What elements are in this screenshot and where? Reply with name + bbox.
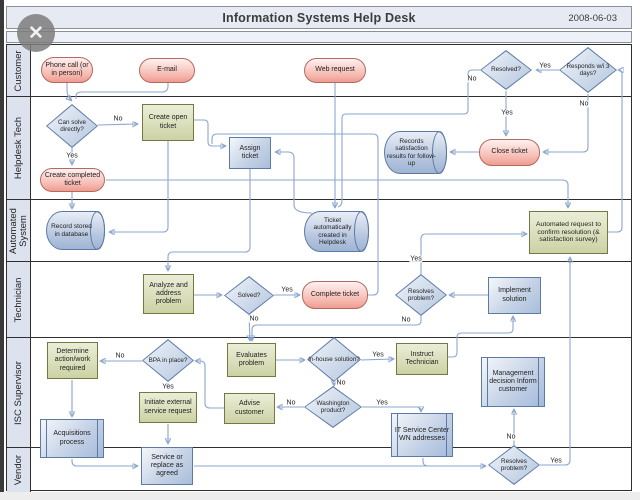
edge-label-solved-no: No xyxy=(248,315,260,323)
node-advise-customer: Advise customer xyxy=(224,393,275,424)
node-inhouse-decision: In-house solution? xyxy=(307,337,361,382)
node-initiate-external-request: Initiate external service request xyxy=(139,392,197,423)
edge-label-washington-yes: Yes xyxy=(375,399,389,407)
node-create-open-ticket: Create open ticket xyxy=(142,104,194,141)
left-edge-strip xyxy=(0,0,4,492)
node-resolved-decision: Resolved? xyxy=(480,50,532,90)
lane-label-customer: Customer xyxy=(7,45,31,96)
node-analyze-problem: Analyze and address problem xyxy=(143,274,194,314)
node-management-decision: Management decision Inform customer xyxy=(481,357,545,407)
lane-label-automated-system: Automated System xyxy=(7,200,31,261)
lane-label-isc-supervisor: ISC Supervisor xyxy=(7,338,31,447)
edge-label-solved-yes: Yes xyxy=(280,286,294,294)
node-it-service-center: IT Service Center WN addresses xyxy=(391,413,453,457)
edge-label-cansolve-yes: Yes xyxy=(65,152,79,160)
node-can-solve-decision: Can solve directly? xyxy=(46,104,98,148)
node-records-satisfaction-store: Records satisfaction results for follow-… xyxy=(384,131,447,174)
lane-vendor: Vendor xyxy=(7,448,631,492)
lane-label-helpdesk-tech: Helpdesk Tech xyxy=(7,97,31,199)
node-close-ticket: Close ticket xyxy=(479,139,540,166)
diagram-date: 2008-06-03 xyxy=(568,13,617,24)
close-icon: ✕ xyxy=(28,22,44,44)
edge-label-resolvesvendor-yes: Yes xyxy=(549,457,563,465)
node-responds-decision: Responds w/i 3 days? xyxy=(559,47,617,93)
node-email: E-mail xyxy=(139,58,195,83)
close-button[interactable]: ✕ xyxy=(17,14,55,52)
node-phone-call: Phone call (or in person) xyxy=(41,57,93,83)
node-record-stored-database: Record stored in database xyxy=(46,211,105,250)
node-ticket-auto-created: Ticket automatically created in Helpdesk xyxy=(304,211,369,252)
node-web-request: Web request xyxy=(304,58,366,83)
edge-label-resolved-no: No xyxy=(466,75,478,83)
edge-label-resolvesvendor-no: No xyxy=(505,433,517,441)
edge-label-responds-yes: Yes xyxy=(538,62,552,70)
node-acquisitions-process: Acquisitions process xyxy=(40,419,104,458)
edge-label-inhouse-yes: Yes xyxy=(371,351,385,359)
edge-label-bpa-yes: Yes xyxy=(161,383,175,391)
lane-isc-supervisor: ISC Supervisor xyxy=(7,338,631,448)
edge-label-washington-no: No xyxy=(285,399,297,407)
node-assign-ticket: Assign ticket xyxy=(229,137,271,169)
diagram-header-band xyxy=(6,31,632,43)
node-resolves-problem-vendor: Resolves problem? xyxy=(488,445,540,485)
node-resolves-problem-tech: Resolves problem? xyxy=(395,274,447,316)
edge-label-responds-no: No xyxy=(578,100,590,108)
lane-customer: Customer xyxy=(7,45,631,97)
node-bpa-decision: BPA in place? xyxy=(142,339,194,382)
node-determine-action: Determine action/work required xyxy=(47,342,98,379)
diagram-title-bar: Information Systems Help Desk 2008-06-03 xyxy=(6,6,632,29)
edge-label-resolvestech-yes: Yes xyxy=(409,255,423,263)
node-service-or-replace: Service or replace as agreed xyxy=(141,447,193,485)
lane-label-technician: Technician xyxy=(7,262,31,337)
lane-label-vendor: Vendor xyxy=(7,448,31,492)
edge-label-resolvestech-no: No xyxy=(400,316,412,324)
edge-label-cansolve-no: No xyxy=(112,115,124,123)
edge-label-bpa-no: No xyxy=(114,352,126,360)
bottom-edge-strip xyxy=(0,492,640,500)
edge-label-inhouse-no: No xyxy=(335,379,347,387)
node-create-completed-ticket: Create completed ticket xyxy=(40,168,105,192)
node-complete-ticket: Complete ticket xyxy=(302,281,368,309)
node-instruct-technician: Instruct Technician xyxy=(396,343,448,375)
node-solved-decision: Solved? xyxy=(224,276,274,315)
node-implement-solution: Implement solution xyxy=(488,277,541,314)
page-title: Information Systems Help Desk xyxy=(222,11,416,25)
edge-label-resolved-yes: Yes xyxy=(500,109,514,117)
node-automated-request: Automated request to confirm resolution … xyxy=(529,211,608,254)
node-washington-decision: Washington product? xyxy=(304,386,362,428)
node-evaluates-problem: Evaluates problem xyxy=(227,343,276,377)
